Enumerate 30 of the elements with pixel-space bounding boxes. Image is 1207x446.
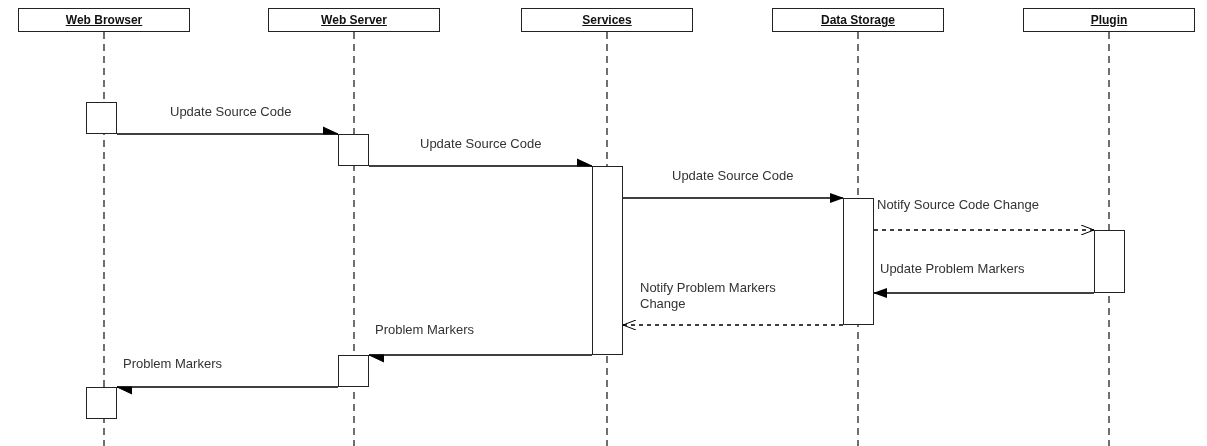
participant-name: Web Browser [65,13,143,27]
activation-bar [86,387,117,419]
message-label: Notify Source Code Change [877,197,1039,213]
participant-name: Plugin [1090,13,1128,27]
activation-bar [592,166,623,355]
message-arrow [622,319,844,331]
activation-bar [338,134,369,166]
participant-name: Services [582,13,632,27]
message-arrow [873,288,1095,298]
message-label: Update Problem Markers [880,261,1025,277]
lifeline-header-box [268,8,440,32]
message-label: Update Source Code [170,104,292,120]
message-arrow [116,386,339,395]
message-arrow [873,224,1095,236]
activation-bar [843,198,874,325]
participant-name: Data Storage [821,13,895,27]
activation-bar [1094,230,1125,293]
message-label: Update Source Code [420,136,542,152]
activation-bar [338,355,369,387]
lifeline-header-box [1023,8,1195,32]
message-arrow [368,354,593,363]
participant-name: Web Server [321,13,387,27]
message-arrow [368,158,593,167]
message-arrow [116,126,339,135]
lifeline-header-box [521,8,693,32]
activation-bar [86,102,117,134]
message-arrow [622,193,844,203]
lifeline-header-box [18,8,190,32]
message-label: Update Source Code [672,168,794,184]
lifeline-header-box [772,8,944,32]
